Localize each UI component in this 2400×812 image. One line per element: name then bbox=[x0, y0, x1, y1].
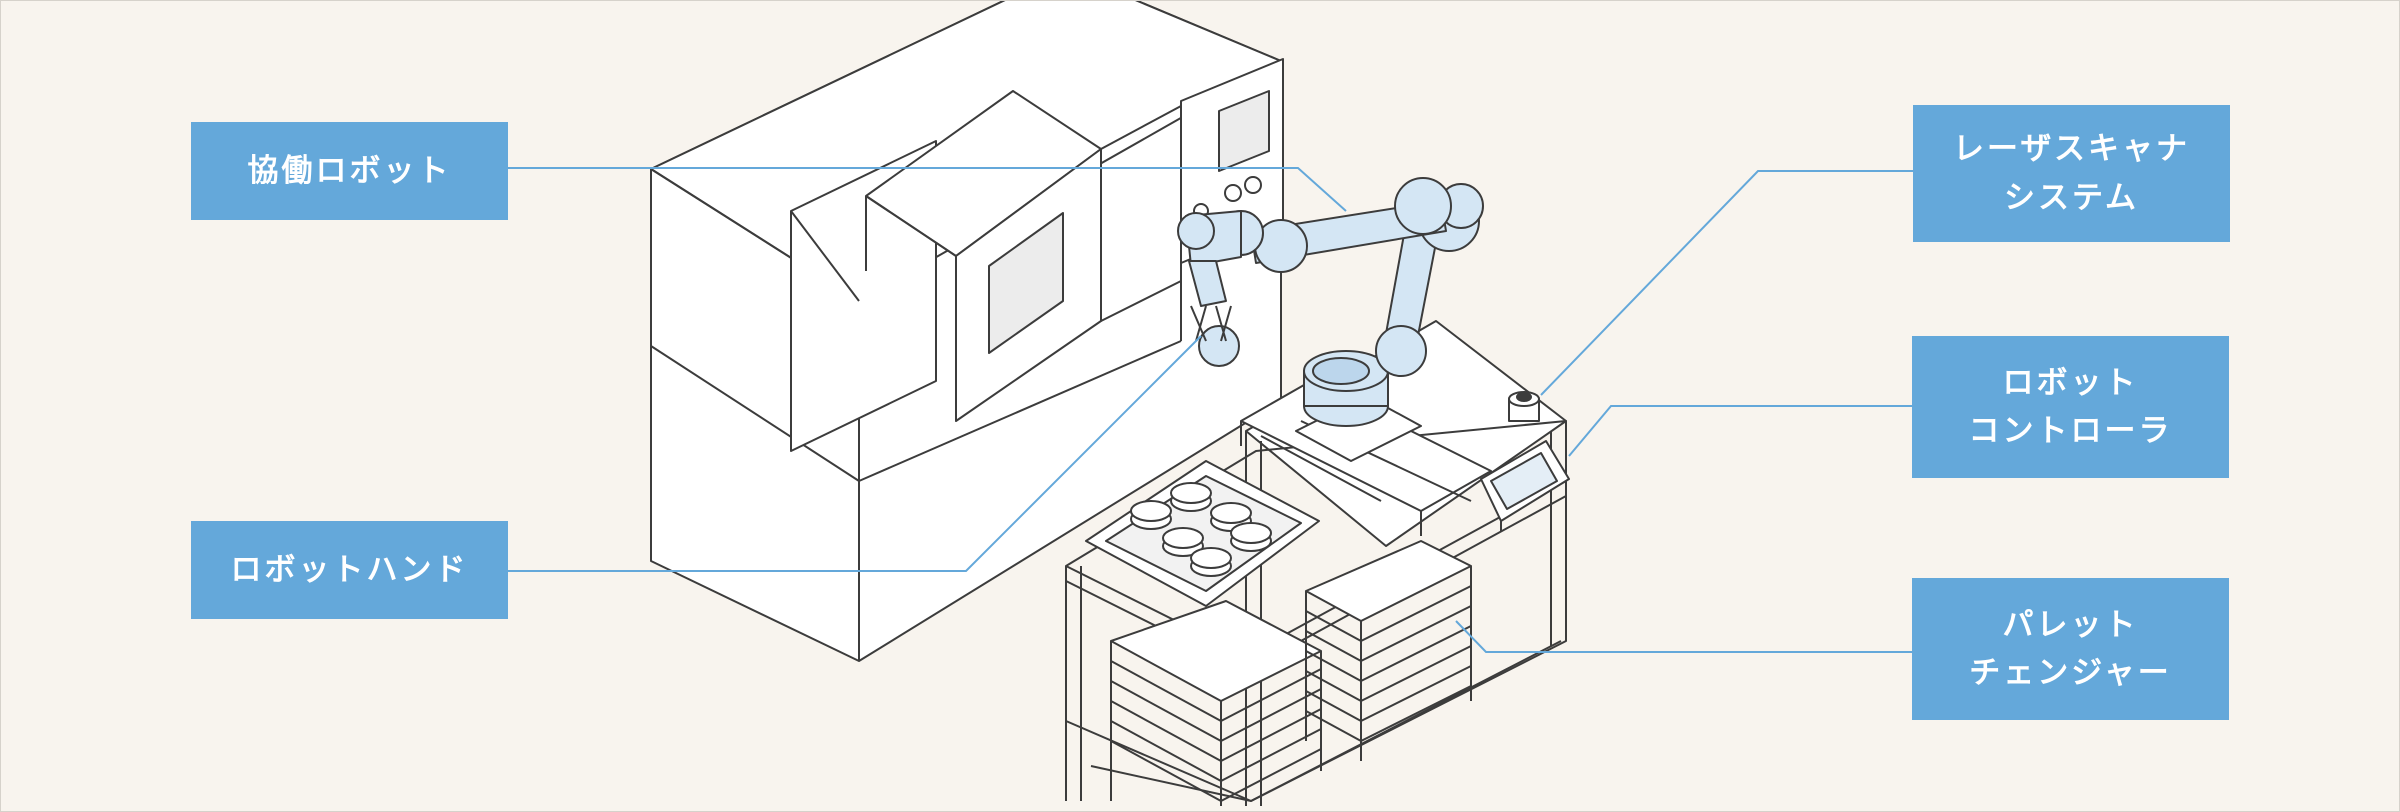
pallet-changer bbox=[1085, 460, 1472, 806]
laser-scanner bbox=[1508, 391, 1540, 422]
label-laser-scanner: レーザスキャナ システム bbox=[1913, 105, 2230, 242]
leader-line-controller bbox=[1568, 405, 1912, 457]
label-laser-scanner-line-2: システム bbox=[2003, 179, 2140, 216]
label-cobot: 協働ロボット bbox=[191, 122, 508, 220]
machine-tool bbox=[650, 1, 1284, 662]
robot-controller bbox=[1480, 440, 1570, 531]
label-cobot-line-1: 協働ロボット bbox=[247, 152, 452, 189]
label-pallet-changer-line-1: パレット bbox=[2002, 606, 2139, 643]
label-robot-controller-line-2: コントローラ bbox=[1968, 413, 2173, 449]
label-robot-hand: ロボットハンド bbox=[191, 521, 508, 619]
leader-line-cobot bbox=[508, 167, 1347, 212]
label-laser-scanner-line-1: レーザスキャナ bbox=[1952, 131, 2191, 168]
label-robot-hand-line-1: ロボットハンド bbox=[230, 551, 469, 588]
leader-line-scanner bbox=[1540, 170, 1913, 396]
label-pallet-changer-line-2: チェンジャー bbox=[1969, 655, 2172, 691]
label-robot-controller-line-1: ロボット bbox=[2002, 364, 2139, 401]
collaborative-robot bbox=[1177, 177, 1484, 427]
label-pallet-changer: パレット チェンジャー bbox=[1912, 578, 2229, 720]
leader-lines bbox=[508, 167, 1913, 653]
machine-window bbox=[988, 212, 1064, 354]
leader-line-robot-hand bbox=[508, 335, 1202, 572]
leader-line-pallet bbox=[1455, 620, 1912, 653]
work-stand bbox=[1065, 320, 1567, 806]
label-robot-controller: ロボット コントローラ bbox=[1912, 336, 2229, 478]
